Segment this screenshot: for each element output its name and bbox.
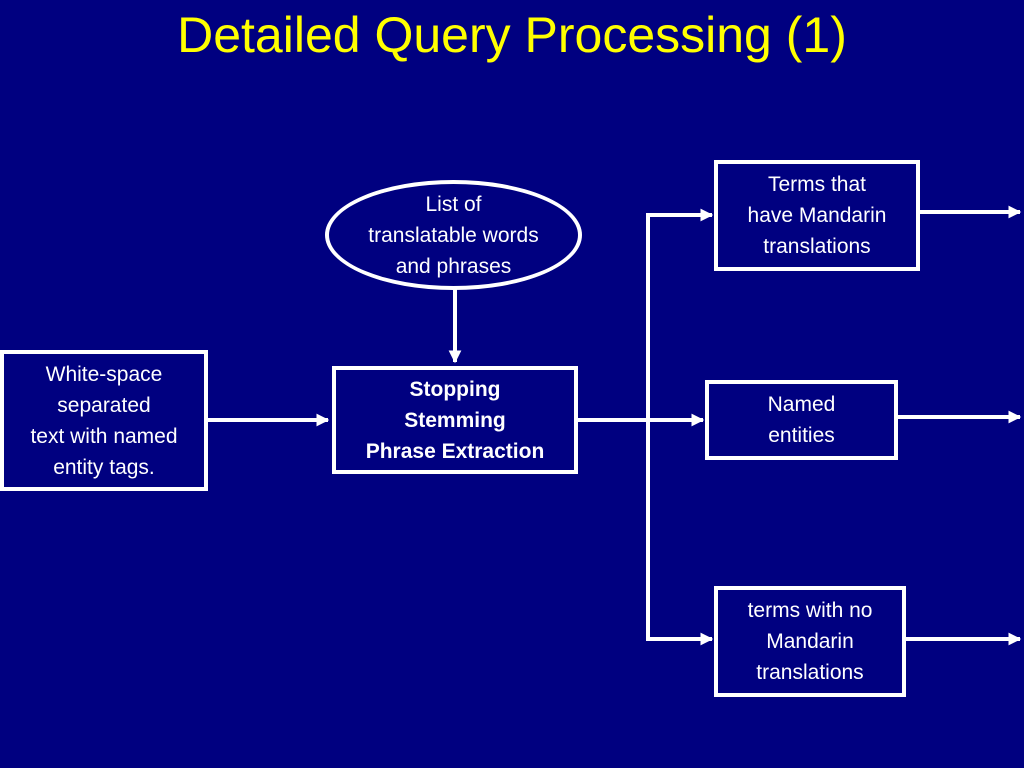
mandarin-terms-box: Terms that have Mandarin translations	[714, 160, 920, 271]
input-text-label: White-space separated text with named en…	[30, 362, 178, 479]
translatable-list-oval: List of translatable words and phrases	[325, 180, 582, 290]
processing-box: Stopping Stemming Phrase Extraction	[332, 366, 578, 474]
no-mandarin-terms-box: terms with no Mandarin translations	[714, 586, 906, 697]
named-entities-label: Named entities	[767, 393, 836, 447]
input-text-box: White-space separated text with named en…	[0, 350, 208, 491]
translatable-list-label: List of translatable words and phrases	[368, 192, 539, 278]
processing-label: Stopping Stemming Phrase Extraction	[365, 377, 545, 463]
mandarin-terms-label: Terms that have Mandarin translations	[747, 173, 887, 258]
named-entities-box: Named entities	[705, 380, 898, 460]
slide-title: Detailed Query Processing (1)	[177, 7, 847, 63]
no-mandarin-terms-label: terms with no Mandarin translations	[747, 599, 873, 684]
